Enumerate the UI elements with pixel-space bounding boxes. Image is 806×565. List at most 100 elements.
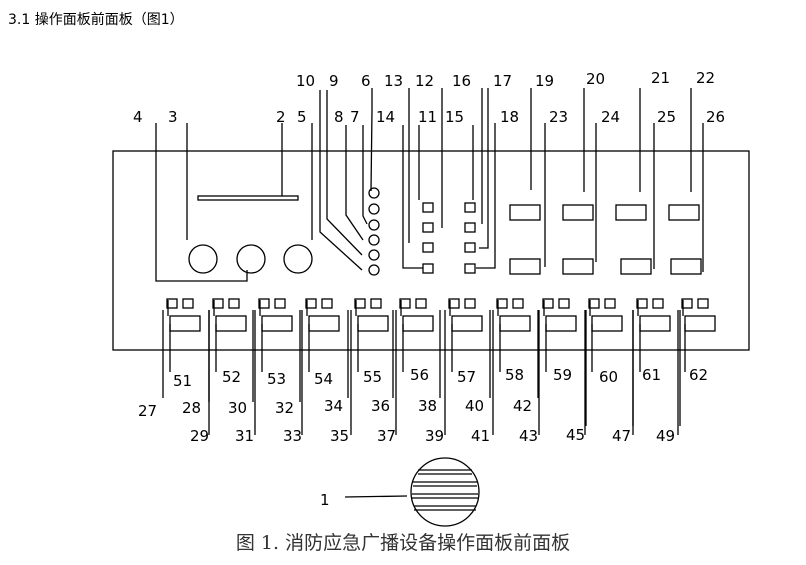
callout-label: 2: [276, 108, 286, 126]
small-key: [422, 242, 434, 253]
callout-label: 23: [549, 108, 568, 126]
callout-label: 17: [493, 72, 512, 90]
small-key: [422, 263, 434, 274]
channel-led: [496, 298, 508, 309]
channel-led: [464, 298, 476, 309]
callout-label: 36: [371, 397, 390, 415]
channel-led: [212, 298, 224, 309]
callout-label: 34: [324, 397, 343, 415]
callout-label: 29: [190, 427, 209, 445]
callout-label: 55: [363, 368, 382, 386]
callout-label: 25: [657, 108, 676, 126]
callout-label: 24: [601, 108, 620, 126]
callout-label: 19: [535, 72, 554, 90]
indicator-lamp: [368, 219, 380, 231]
callout-label: 13: [384, 72, 403, 90]
large-key: [620, 258, 652, 275]
small-key: [464, 242, 476, 253]
channel-led: [448, 298, 460, 309]
callout-label: 26: [706, 108, 725, 126]
channel-led: [681, 298, 693, 309]
channel-key: [639, 315, 671, 332]
channel-led: [415, 298, 427, 309]
indicator-lamp: [368, 234, 380, 246]
large-key: [509, 258, 541, 275]
callout-label: 11: [418, 108, 437, 126]
large-key: [668, 204, 700, 221]
callout-label: 61: [642, 366, 661, 384]
callout-label: 18: [500, 108, 519, 126]
small-key: [422, 222, 434, 233]
channel-led: [258, 298, 270, 309]
display-slot: [197, 195, 299, 201]
callout-label: 42: [513, 397, 532, 415]
callout-label: 30: [228, 399, 247, 417]
channel-key: [308, 315, 340, 332]
knob-2: [236, 244, 266, 274]
callout-label: 41: [471, 427, 490, 445]
channel-key: [591, 315, 623, 332]
callout-label: 9: [329, 72, 339, 90]
leader-line: [344, 495, 408, 498]
channel-key: [402, 315, 434, 332]
callout-label: 22: [696, 69, 715, 87]
callout-label: 14: [376, 108, 395, 126]
callout-label: 3: [168, 108, 178, 126]
small-key: [464, 222, 476, 233]
channel-led: [321, 298, 333, 309]
callout-label: 15: [445, 108, 464, 126]
channel-led: [274, 298, 286, 309]
callout-label: 21: [651, 69, 670, 87]
channel-key: [684, 315, 716, 332]
callout-label: 20: [586, 70, 605, 88]
speaker-grille: [410, 457, 480, 527]
knob-3: [283, 244, 313, 274]
indicator-lamp: [368, 187, 380, 199]
callout-label: 43: [519, 427, 538, 445]
callout-label: 27: [138, 402, 157, 420]
callout-label: 57: [457, 368, 476, 386]
callout-label: 38: [418, 397, 437, 415]
callout-label: 6: [361, 72, 371, 90]
channel-key: [357, 315, 389, 332]
callout-label: 51: [173, 372, 192, 390]
callout-label: 54: [314, 370, 333, 388]
channel-key: [169, 315, 201, 332]
channel-led: [182, 298, 194, 309]
callout-label: 10: [296, 72, 315, 90]
channel-key: [545, 315, 577, 332]
figure-caption: 图 1. 消防应急广播设备操作面板前面板: [235, 532, 571, 554]
channel-key: [215, 315, 247, 332]
channel-led: [604, 298, 616, 309]
callout-label: 56: [410, 366, 429, 384]
leader-line: [370, 88, 373, 192]
channel-led: [305, 298, 317, 309]
channel-key: [499, 315, 531, 332]
knob-1: [188, 244, 218, 274]
front-panel-outline: [112, 150, 750, 351]
large-key: [562, 204, 594, 221]
channel-led: [370, 298, 382, 309]
small-key: [464, 202, 476, 213]
leader-line: [476, 123, 496, 269]
channel-led: [697, 298, 709, 309]
callout-label: 16: [452, 72, 471, 90]
indicator-lamp: [368, 203, 380, 215]
callout-label: 52: [222, 368, 241, 386]
small-key: [464, 263, 476, 274]
indicator-lamp: [368, 249, 380, 261]
leader-line: [362, 125, 368, 225]
callout-label: 31: [235, 427, 254, 445]
leader-line: [479, 88, 489, 249]
callout-label: 12: [415, 72, 434, 90]
channel-led: [542, 298, 554, 309]
callout-label: 5: [297, 108, 307, 126]
small-key: [422, 202, 434, 213]
channel-led: [588, 298, 600, 309]
channel-led: [166, 298, 178, 309]
channel-led: [558, 298, 570, 309]
channel-led: [652, 298, 664, 309]
channel-key: [451, 315, 483, 332]
large-key: [670, 258, 702, 275]
